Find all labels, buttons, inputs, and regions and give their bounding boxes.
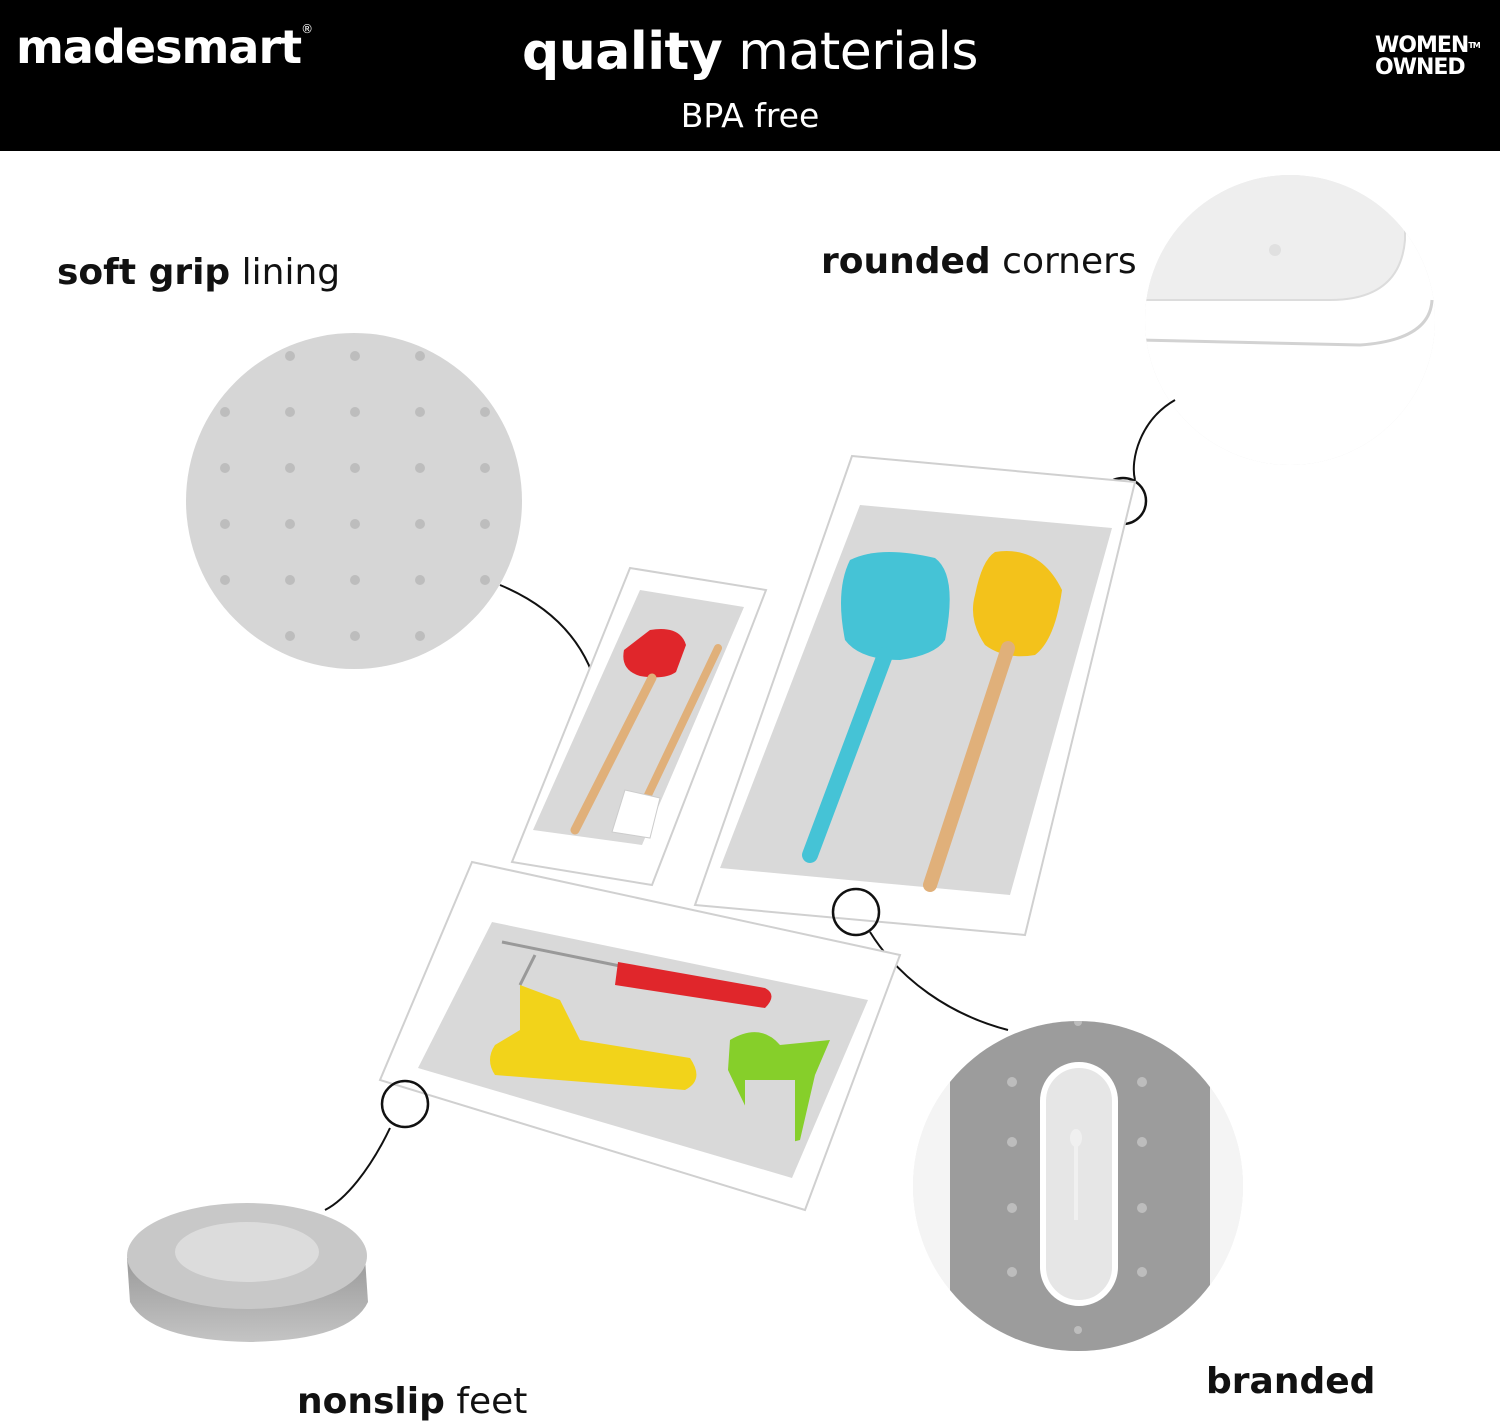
label-rounded-corners: rounded corners [821,241,1137,282]
soft-grip-detail-icon [186,333,631,749]
headline-rest: materials [722,22,978,82]
tall-tray [693,454,1137,1031]
label-soft-grip-bold: soft grip [57,252,231,293]
brand-name: madesmart [16,20,302,74]
badge-line1: WOMEN [1375,33,1469,58]
label-rounded-bold: rounded [821,241,991,282]
label-nonslip-rest: feet [444,1381,528,1422]
branded-detail-icon [913,1021,1243,1351]
rounded-corner-detail-icon [1098,175,1435,526]
small-tray [510,566,768,887]
subline: BPA free [680,96,820,135]
wide-tray [378,860,902,1212]
header-bar: madesmart® quality materials BPA free WO… [0,0,1500,151]
women-owned-badge: WOMENTM OWNED [1375,33,1481,80]
brand-registered-mark: ® [301,22,313,36]
label-branded-bold: branded [1206,1361,1376,1402]
label-soft-grip: soft grip lining [57,252,340,293]
badge-line2: OWNED [1375,55,1466,80]
label-rounded-rest: corners [990,241,1137,282]
headline-bold: quality [522,22,723,82]
label-nonslip-feet: nonslip feet [297,1381,527,1422]
headline: quality materials [0,22,1500,82]
label-branded: branded [1206,1361,1375,1402]
badge-trademark: TM [1468,41,1480,50]
brand-logo: madesmart® [16,20,313,74]
nonslip-foot-detail-icon [127,1127,391,1342]
label-soft-grip-rest: lining [230,252,341,293]
label-nonslip-bold: nonslip [297,1381,445,1422]
